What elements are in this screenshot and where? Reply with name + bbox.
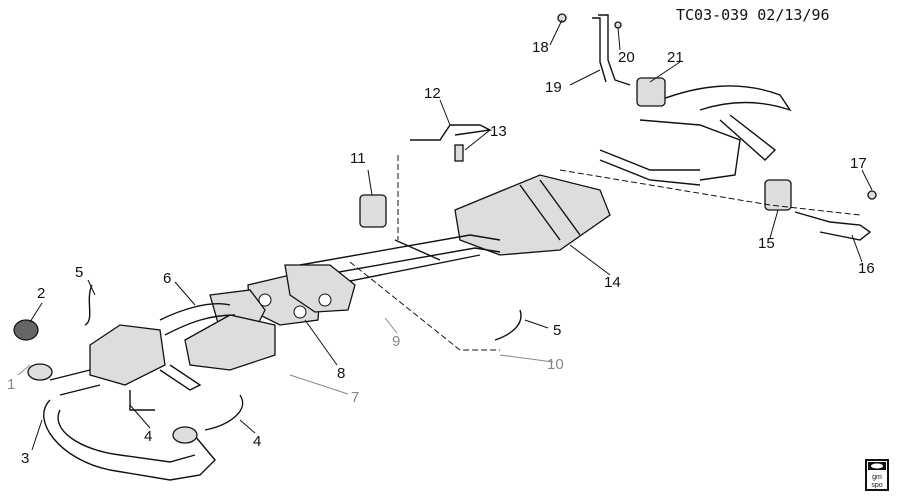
callout-17: 17 (850, 155, 867, 172)
callout-2: 2 (37, 285, 45, 302)
muffler (454, 174, 611, 256)
callout-20: 20 (618, 49, 635, 66)
callout-12: 12 (424, 85, 441, 102)
callout-11: 11 (350, 150, 366, 167)
callout-16: 16 (858, 260, 875, 277)
callout-6: 6 (163, 270, 171, 287)
callout-21: 21 (667, 49, 684, 66)
callout-5-front: 5 (75, 264, 83, 281)
tailpipe (599, 85, 792, 186)
callout-14: 14 (604, 274, 621, 291)
seal-2 (13, 319, 39, 341)
hanger-12 (410, 124, 493, 162)
drawing-header: TC03-039 02/13/96 (676, 6, 830, 24)
callout-7: 7 (351, 389, 359, 406)
leader-lines (17, 19, 873, 451)
front-pipe (27, 303, 236, 481)
callout-15: 15 (758, 235, 775, 252)
oxygen-sensors (84, 284, 522, 431)
drawing-id: TC03-039 (676, 6, 749, 24)
catalytic-converter-front (89, 324, 166, 386)
rear-hanger-16 (794, 190, 877, 241)
catalytic-converter-rear (184, 314, 276, 371)
callout-4-left: 4 (144, 428, 152, 445)
callout-5-rear: 5 (553, 322, 561, 339)
intermediate-pipe (299, 234, 501, 286)
callout-labels: 18 20 19 21 12 13 11 17 15 16 14 5 2 6 5… (7, 39, 875, 467)
hanger-insulator-11 (359, 155, 399, 240)
drawing-date: 02/13/96 (757, 6, 830, 24)
callout-9: 9 (392, 333, 400, 350)
callout-19: 19 (545, 79, 562, 96)
callout-13: 13 (490, 123, 507, 140)
svg-text:spo: spo (871, 482, 882, 489)
svg-text:gm: gm (872, 474, 882, 481)
hanger-insulator-21 (636, 77, 666, 107)
callout-4-right: 4 (253, 433, 261, 450)
callout-10: 10 (547, 356, 564, 373)
callout-1: 1 (7, 376, 15, 393)
callout-18: 18 (532, 39, 549, 56)
callout-8: 8 (337, 365, 345, 382)
gm-spo-logo: gm spo (865, 459, 889, 491)
callout-3: 3 (21, 450, 29, 467)
